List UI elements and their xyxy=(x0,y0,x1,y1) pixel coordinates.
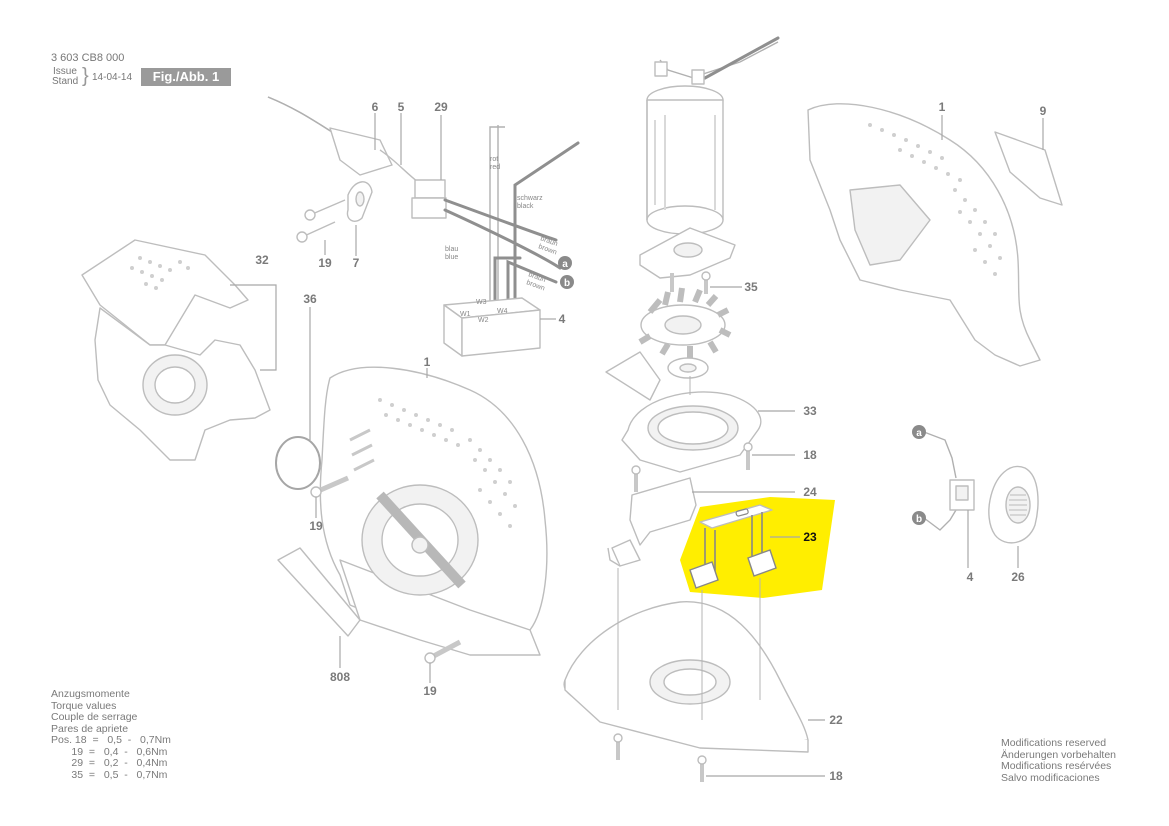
label-19-a: 19 xyxy=(318,256,332,270)
label-808: 808 xyxy=(330,670,350,684)
terminal-w4: W4 xyxy=(497,308,508,315)
torque-row: 29 = 0,2 - 0,4Nm xyxy=(51,757,168,769)
connector-b-label: b xyxy=(564,278,570,289)
brace-glyph: } xyxy=(82,65,89,87)
torque-values: Anzugsmomente Torque values Couple de se… xyxy=(51,688,171,781)
torque-title-fr: Couple de serrage xyxy=(51,711,138,723)
dust-box-32 xyxy=(81,239,271,461)
wire-blau: blau xyxy=(445,246,458,253)
torque-title-es: Pares de apriete xyxy=(51,722,129,735)
label-18-a: 18 xyxy=(803,448,817,462)
label-19-b: 19 xyxy=(309,519,323,533)
wire-schwarz: schwarz xyxy=(517,195,543,202)
motor-assembly xyxy=(638,36,780,379)
terminal-w3: W3 xyxy=(476,299,487,306)
label-1-mid: 1 xyxy=(424,355,431,369)
fan-housing-33 xyxy=(605,351,762,473)
wire-black: black xyxy=(517,203,534,210)
o-ring-36 xyxy=(275,436,321,490)
connector-b2-label: b xyxy=(916,514,922,525)
label-33: 33 xyxy=(803,404,817,418)
label-18-b: 18 xyxy=(829,769,843,783)
issue-date: 14-04-14 xyxy=(92,72,133,83)
torque-row: Pos. 18 = 0,5 - 0,7Nm xyxy=(51,734,171,746)
torque-title-en: Torque values xyxy=(51,699,117,712)
label-29: 29 xyxy=(434,100,448,114)
label-7: 7 xyxy=(353,256,360,270)
modifications-de: Änderungen vorbehalten xyxy=(1001,748,1117,761)
label-9: 9 xyxy=(1040,104,1047,118)
wire-harness xyxy=(443,125,580,320)
figure-tag: Fig./Abb. 1 xyxy=(141,68,231,86)
wire-labels: rot red schwarz black braun brown braun … xyxy=(445,156,559,324)
housing-half-1 xyxy=(319,366,548,656)
label-24: 24 xyxy=(803,485,817,499)
strip-808 xyxy=(277,547,361,637)
label-36: 36 xyxy=(303,292,317,306)
modifications-fr: Modifications resérvées xyxy=(1001,760,1112,772)
label-19-c: 19 xyxy=(423,684,437,698)
label-5: 5 xyxy=(398,100,405,114)
screws-left xyxy=(296,181,373,243)
torque-row: 19 = 0,4 - 0,6Nm xyxy=(51,745,168,758)
label-35: 35 xyxy=(744,280,758,294)
label-26: 26 xyxy=(1011,570,1025,584)
torque-title-de: Anzugsmomente xyxy=(51,688,130,700)
modifications-notice: Modifications reserved Änderungen vorbeh… xyxy=(1001,737,1117,784)
bracket-23 xyxy=(689,504,777,589)
alignment-lines xyxy=(617,376,761,720)
switch-block xyxy=(443,297,541,357)
label-6: 6 xyxy=(372,100,379,114)
wire-blue: blue xyxy=(445,254,458,261)
label-22: 22 xyxy=(829,713,843,727)
issue-label: Issue xyxy=(53,66,77,77)
leader-lines xyxy=(230,113,1044,777)
label-4-block: 4 xyxy=(559,312,566,326)
part-number-labels: 6 5 29 1 9 19 7 32 36 4 1 35 33 18 24 23… xyxy=(255,100,1046,783)
terminal-w1: W1 xyxy=(460,311,471,318)
wire-red: red xyxy=(490,164,500,171)
sanding-sheet-9 xyxy=(994,131,1063,206)
modifications-en: Modifications reserved xyxy=(1001,737,1107,749)
power-cable-assembly xyxy=(267,96,447,219)
housing-half-1-right xyxy=(807,103,1041,367)
modifications-es: Salvo modificaciones xyxy=(1001,771,1100,784)
terminal-w2: W2 xyxy=(478,317,489,324)
screws-18-upper xyxy=(631,442,753,492)
label-1-top: 1 xyxy=(939,100,946,114)
connector-a-label: a xyxy=(562,259,568,270)
screw-19-mid xyxy=(310,475,350,498)
connector-markers: a b a b xyxy=(558,256,926,525)
document-number: 3 603 CB8 000 xyxy=(51,52,125,64)
label-32: 32 xyxy=(255,253,269,267)
label-4-right: 4 xyxy=(967,570,974,584)
label-23: 23 xyxy=(803,530,817,544)
torque-row: 35 = 0,5 - 0,7Nm xyxy=(51,768,168,781)
connector-a2-label: a xyxy=(916,428,922,439)
clip-24 xyxy=(607,477,697,567)
stand-label: Stand xyxy=(52,76,79,87)
base-plate-22 xyxy=(563,601,809,753)
switch-and-cap xyxy=(923,431,1039,544)
screws-18-lower xyxy=(613,733,707,782)
wire-rot: rot xyxy=(490,156,498,163)
